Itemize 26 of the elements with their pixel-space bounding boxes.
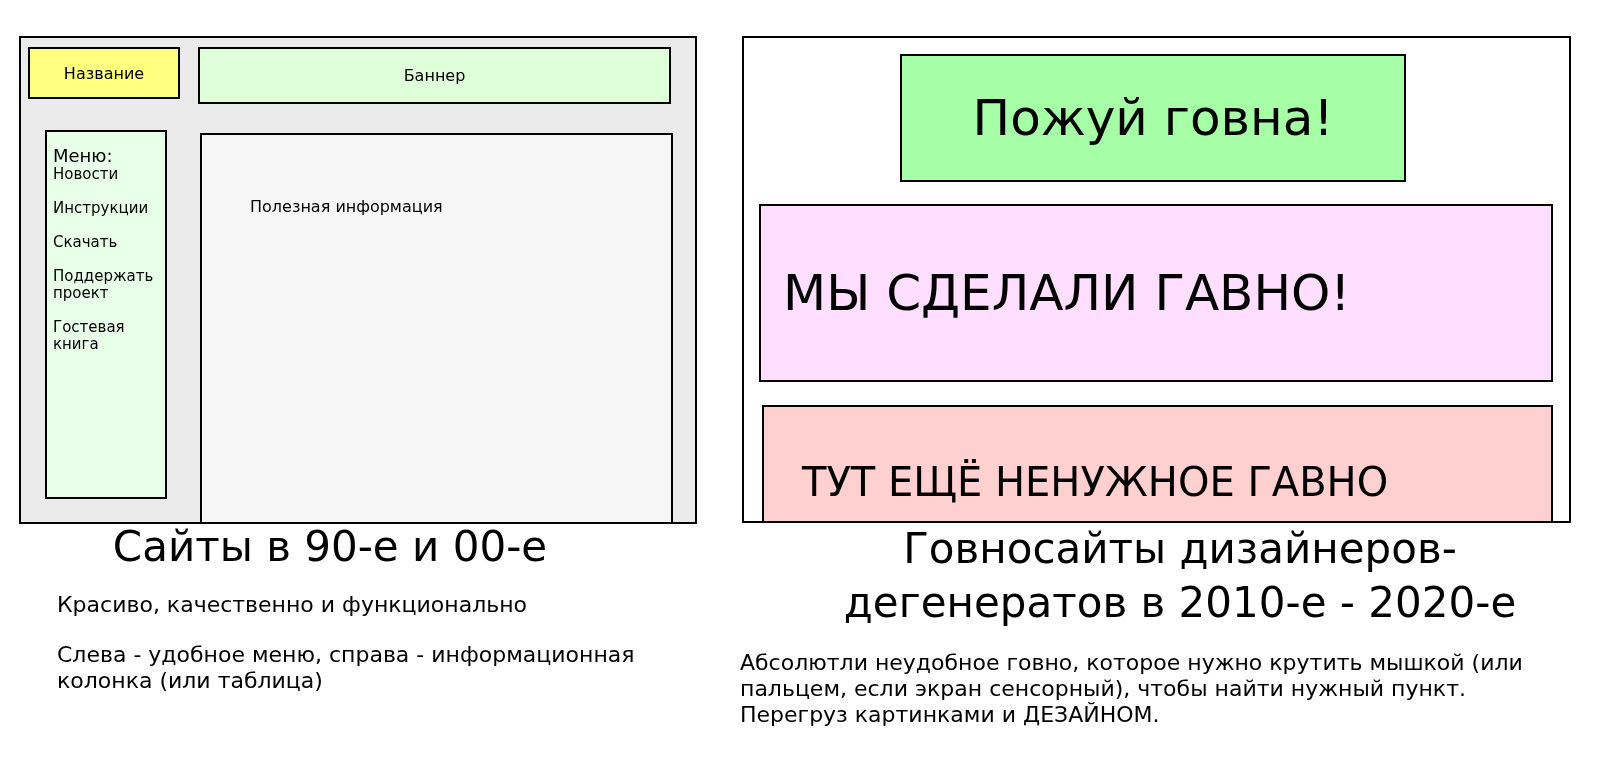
box-text: Полезная информация (250, 197, 443, 216)
header-box (900, 54, 1406, 182)
menu-box (45, 130, 167, 499)
box-text: Пожуй говна! (972, 89, 1334, 147)
heading: Говносайты дизайнеров-дегенератов в 2010-е - 2020-е (842, 523, 1518, 629)
banner-box (759, 204, 1553, 382)
box-text: Название (63, 63, 145, 83)
note-text: Красиво, качественно и функционально (57, 592, 529, 618)
content-box (200, 133, 673, 522)
box-text: ТУТ ЕЩЁ НЕНУЖНОЕ ГАВНО (802, 459, 1389, 505)
menu-item: Скачать (53, 234, 119, 251)
menu-heading: Меню: (53, 146, 114, 166)
banner-box (198, 47, 671, 104)
title-box (28, 47, 180, 99)
page-frame (19, 36, 697, 524)
box-text: МЫ СДЕЛАЛИ ГАВНО! (783, 264, 1351, 322)
menu-item: Новости (53, 166, 120, 183)
note-text: Абсолютли неудобное говно, которое нужно крутить мышкой (или пальцем, если экран сенсорный), чтобы найти нужный пункт. Перегруз картинками и ДЕЗАЙНОМ. (740, 650, 1524, 728)
box-text: Баннер (403, 66, 466, 85)
menu-item: Инструкции (53, 200, 150, 217)
menu-item: Поддержать проект (53, 268, 155, 302)
page-frame (742, 36, 1571, 523)
heading: Сайты в 90-е и 00-е (111, 522, 549, 572)
menu-item: Гостевая книга (53, 319, 126, 353)
banner-box (762, 405, 1553, 521)
note-text: Слева - удобное меню, справа - информационная колонка (или таблица) (57, 642, 636, 694)
